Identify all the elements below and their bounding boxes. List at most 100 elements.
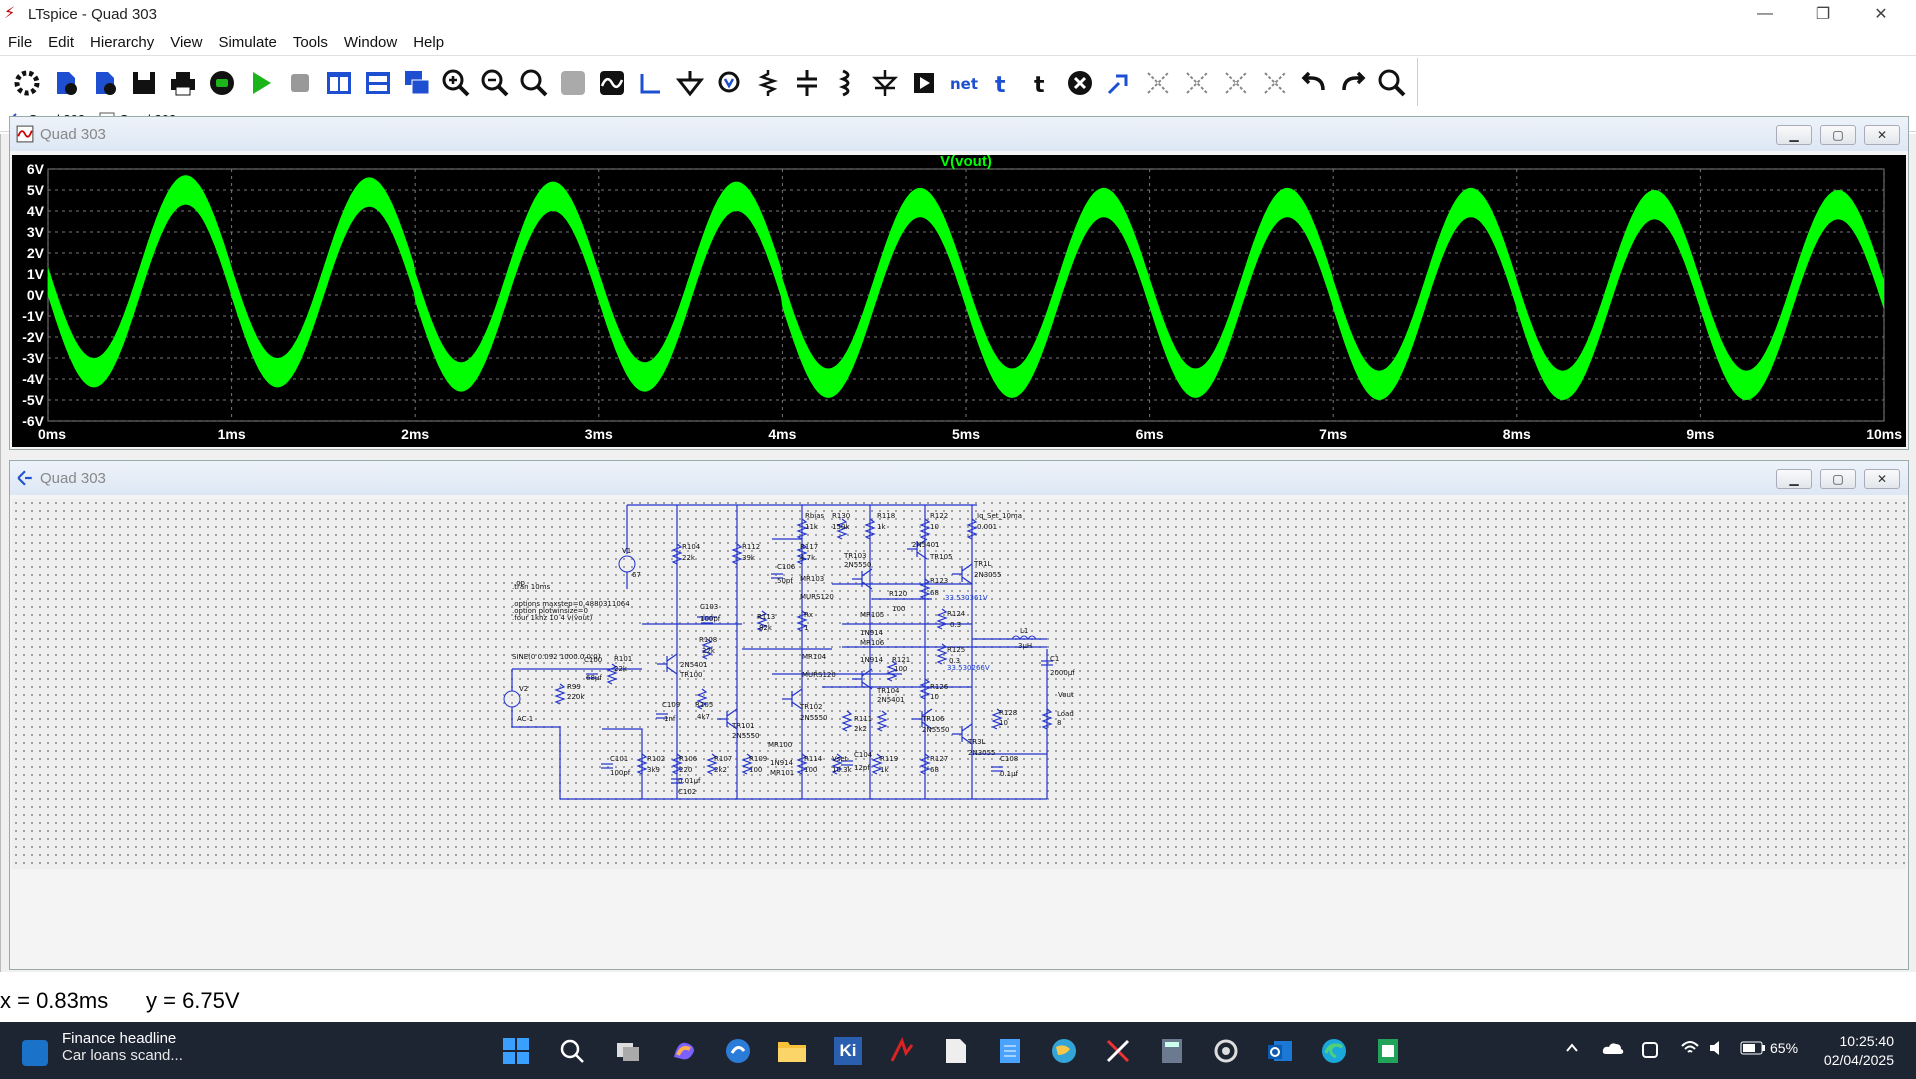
component-label[interactable]: 2N3055 bbox=[968, 749, 996, 757]
resistor-symbol[interactable] bbox=[919, 678, 931, 700]
component-label[interactable]: MR106 bbox=[860, 639, 885, 647]
resistor-symbol[interactable] bbox=[796, 543, 808, 565]
component-label[interactable]: 100 bbox=[894, 665, 907, 673]
component-label[interactable]: .tran 10ms bbox=[512, 583, 551, 591]
component-label[interactable]: 22k bbox=[614, 665, 628, 673]
component-label[interactable]: 33.530266V bbox=[947, 664, 990, 672]
print-icon[interactable] bbox=[166, 66, 200, 100]
tile-horizontal-icon[interactable] bbox=[361, 66, 395, 100]
ground-icon[interactable] bbox=[673, 66, 707, 100]
component-label[interactable]: MR100 bbox=[768, 741, 792, 749]
component-label[interactable]: R130 bbox=[832, 512, 850, 520]
maximize-button[interactable]: ▢ bbox=[1820, 469, 1856, 489]
component-label[interactable]: .four 1khz 10 4 v(vout) bbox=[512, 614, 593, 622]
component-label[interactable]: 0.3 bbox=[950, 621, 961, 629]
zoom-out-icon[interactable] bbox=[478, 66, 512, 100]
component-label[interactable]: TR104 bbox=[876, 687, 900, 695]
text-icon[interactable]: t bbox=[985, 66, 1019, 100]
menu-view[interactable]: View bbox=[170, 34, 203, 51]
component-label[interactable]: 100 bbox=[892, 605, 905, 613]
minimize-button[interactable]: ▁ bbox=[1776, 469, 1812, 489]
component-label[interactable]: 1k bbox=[880, 766, 889, 774]
component-label[interactable]: 11k bbox=[805, 523, 819, 531]
mirror-icon[interactable] bbox=[1180, 66, 1214, 100]
component-label[interactable]: TR1L bbox=[973, 560, 992, 568]
component-label[interactable]: C104 bbox=[854, 751, 873, 759]
component-label[interactable]: 2N5550 bbox=[922, 726, 950, 734]
component-label[interactable]: C106 bbox=[777, 563, 796, 571]
transistor-symbol[interactable] bbox=[907, 538, 928, 560]
resistor-symbol[interactable] bbox=[841, 710, 853, 732]
globe-app-icon[interactable] bbox=[1048, 1035, 1080, 1067]
resistor-symbol[interactable] bbox=[886, 660, 898, 682]
component-label[interactable]: 2k2 bbox=[714, 766, 727, 774]
component-label[interactable]: R106 bbox=[679, 755, 698, 763]
ltspice-taskbar-icon[interactable] bbox=[886, 1035, 918, 1067]
resistor-symbol[interactable] bbox=[741, 753, 753, 775]
cascade-icon[interactable] bbox=[400, 66, 434, 100]
label-icon[interactable] bbox=[712, 66, 746, 100]
diode-icon[interactable] bbox=[868, 66, 902, 100]
battery-indicator[interactable]: 65% bbox=[1740, 1040, 1798, 1056]
component-label[interactable]: R127 bbox=[930, 755, 948, 763]
component-label[interactable]: Iq_Set_10ma bbox=[977, 512, 1022, 520]
component-label[interactable]: 10 bbox=[930, 693, 939, 701]
component-label[interactable]: Vout bbox=[1058, 691, 1074, 699]
inductor-icon[interactable] bbox=[829, 66, 863, 100]
component-label[interactable]: MR103 bbox=[800, 575, 824, 583]
maximize-button[interactable]: ▢ bbox=[1820, 125, 1856, 145]
file-explorer-icon[interactable] bbox=[776, 1035, 808, 1067]
component-label[interactable]: .options maxstep=0.4880311064 bbox=[512, 600, 630, 608]
calculator-icon[interactable] bbox=[1156, 1035, 1188, 1067]
edge-beta-icon[interactable] bbox=[722, 1035, 754, 1067]
component-label[interactable]: 8 bbox=[1057, 719, 1061, 727]
resistor-symbol[interactable] bbox=[936, 608, 948, 630]
component-label[interactable]: 22k bbox=[702, 647, 716, 655]
close-button[interactable]: ✕ bbox=[1864, 125, 1900, 145]
resistor-symbol[interactable] bbox=[696, 688, 708, 710]
component-label[interactable]: 220k bbox=[567, 693, 585, 701]
component-label[interactable]: 3µH bbox=[1018, 642, 1032, 650]
component-label[interactable]: 1nf bbox=[664, 715, 676, 723]
resistor-symbol[interactable] bbox=[796, 518, 808, 540]
component-label[interactable]: V1 bbox=[622, 547, 631, 555]
component-label[interactable]: TR105 bbox=[929, 553, 953, 561]
component-label[interactable]: R123 bbox=[930, 577, 948, 585]
resistor-symbol[interactable] bbox=[671, 543, 683, 565]
component-label[interactable]: R122 bbox=[930, 512, 948, 520]
edge-icon[interactable] bbox=[1318, 1035, 1350, 1067]
undo-icon[interactable] bbox=[1297, 66, 1331, 100]
menu-window[interactable]: Window bbox=[343, 34, 398, 51]
outlook-icon[interactable] bbox=[1264, 1035, 1296, 1067]
resistor-symbol[interactable] bbox=[864, 518, 876, 540]
component-label[interactable]: R111 bbox=[854, 715, 872, 723]
component-label[interactable]: Rx bbox=[804, 611, 813, 619]
notepad-icon[interactable] bbox=[940, 1035, 972, 1067]
vout-trace-band[interactable] bbox=[48, 175, 1884, 400]
autorange-icon[interactable] bbox=[556, 66, 590, 100]
component-label[interactable]: 10.3k bbox=[832, 766, 853, 774]
menu-help[interactable]: Help bbox=[413, 34, 445, 51]
component-label[interactable]: C108 bbox=[1000, 755, 1018, 763]
component-label[interactable]: TR3L bbox=[967, 738, 986, 746]
transistor-symbol[interactable] bbox=[657, 653, 678, 675]
component-label[interactable]: R125 bbox=[947, 646, 965, 654]
delete-icon[interactable] bbox=[1063, 66, 1097, 100]
component-label[interactable]: V2 bbox=[519, 685, 528, 693]
transistor-symbol[interactable] bbox=[952, 563, 973, 585]
component-label[interactable]: TR101 bbox=[731, 722, 755, 730]
resistor-symbol[interactable] bbox=[796, 610, 808, 632]
component-label[interactable]: 50pf bbox=[777, 577, 793, 585]
component-label[interactable]: 2N5550 bbox=[800, 714, 828, 722]
resistor-symbol[interactable] bbox=[919, 578, 931, 600]
component-label[interactable]: .op bbox=[514, 579, 526, 587]
transistor-symbol[interactable] bbox=[912, 708, 933, 730]
resistor-symbol[interactable] bbox=[991, 708, 1003, 730]
component-label[interactable]: TR102 bbox=[799, 703, 823, 711]
hide-icon[interactable] bbox=[1258, 66, 1292, 100]
component-label[interactable]: 100 bbox=[749, 766, 762, 774]
component-label[interactable]: 39k bbox=[742, 554, 756, 562]
transistor-symbol[interactable] bbox=[952, 723, 973, 745]
